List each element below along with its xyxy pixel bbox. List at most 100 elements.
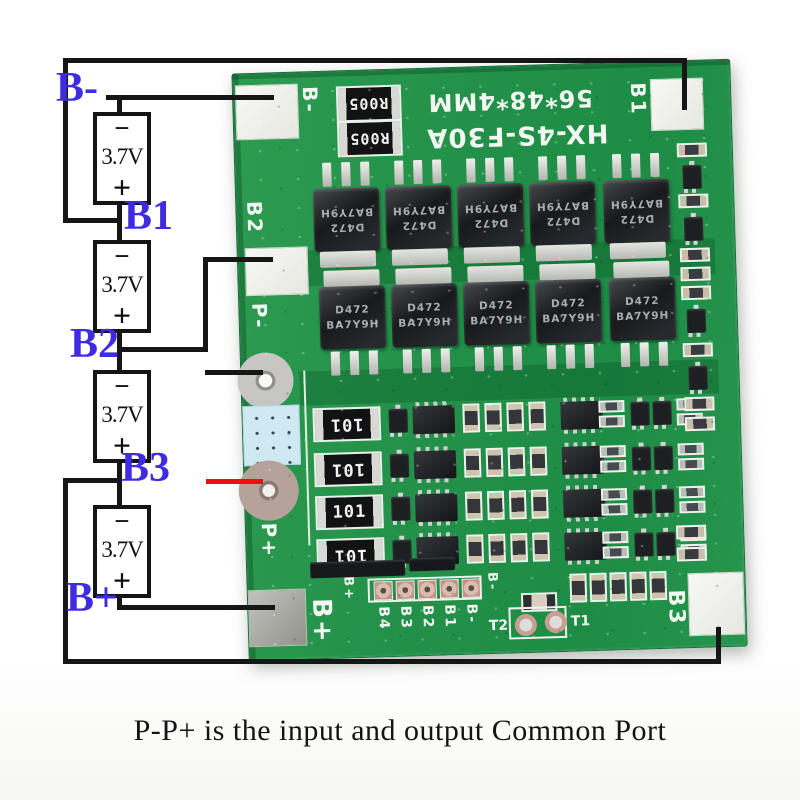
pointer-p-plus [206,479,263,484]
cell-voltage: 3.7V [101,271,143,297]
label-b1: B1 [124,193,174,239]
smd-capacitor [408,557,456,572]
wire-cell4-stub [117,596,122,610]
pointer-p-minus [205,370,263,375]
resistor-101: 101 [312,406,382,443]
pad-b-minus [234,83,300,141]
wire-b3-loop-bottom [63,659,721,664]
soic8-ic [412,405,456,435]
sot23-transistor [632,489,653,514]
balance-row: 101 [313,441,735,488]
cell-minus-sign: − [114,113,130,143]
wire-b1-loop-junction [63,218,122,223]
pad-b-plus-label: B+ [305,597,338,645]
pad-b2-label: B2 [242,200,268,235]
sot23-transistor [631,446,652,471]
cell-plus-sign: + [112,297,132,333]
pad-b2 [244,246,309,297]
t2-label: T2 [488,617,509,635]
shunt-resistor-2: R005 [336,119,403,158]
wire-cell1-cell2 [117,202,122,242]
wire-cell3-cell4 [117,460,122,508]
cell-plus-sign: + [112,562,132,598]
wire-b1-loop-top [63,58,687,63]
soic8-ic [561,445,605,475]
soic8-ic [562,488,606,518]
soic8-ic [414,493,458,523]
connector-hole-label: B3 [397,605,414,631]
p-minus-label: P- [247,302,272,330]
cell-voltage: 3.7V [101,536,143,562]
battery-cell-1: − 3.7V + [93,112,151,205]
pcb-board: B- B1 B2 P- P+ B+ B3 R005 R005 56*48*4MM… [231,58,748,662]
pad-b-minus-label: B- [297,85,323,115]
t1-label: T1 [570,613,591,630]
label-b2: B2 [70,321,120,367]
label-b-minus: B- [56,65,98,111]
connector-hole-label: B2 [419,604,436,630]
wire-b2-to-pad [203,257,273,262]
wire-b1-loop-left [63,58,68,223]
sot23-transistor [388,408,409,434]
shunt-resistor-1: R005 [335,84,402,123]
resistor-101: 101 [313,451,383,488]
cell-minus-sign: − [114,241,130,271]
connector-hole-label: B4 [375,606,392,631]
pad-b-plus [247,588,308,648]
silkscreen-model: HX-4S-F30A [425,117,609,153]
wire-b3-loop-to-pad [716,627,721,664]
sot23-transistor [652,400,672,426]
battery-cell-3: − 3.7V + [93,370,151,463]
cell-plus-sign: + [112,427,132,463]
connector-hole-label: B1 [441,604,458,629]
label-b-plus: B+ [66,575,118,621]
wire-bminus-to-pad [106,95,274,100]
wire-bminus-stub [117,97,122,115]
soic8-ic [564,531,607,561]
connector-bplus-label: B+ [340,576,357,602]
wire-bplus-to-pad [117,605,275,610]
battery-cell-4: − 3.7V + [93,505,151,598]
sot23-transistor [389,453,410,478]
sot23-transistor [630,401,651,426]
connector-hole-b2 [417,579,438,600]
battery-cell-2: − 3.7V + [93,240,151,333]
caption-text: P-P+ is the input and output Common Port [133,714,667,747]
connector-hole-label: B- [463,603,480,625]
wire-b3-loop-left [63,478,68,664]
p-plus-label: P+ [256,522,282,559]
wire-b3-loop-junction [63,478,122,483]
smd-capacitor [309,559,406,579]
sot23-transistor [391,496,411,521]
cell-minus-sign: − [114,506,130,536]
wire-b2-vertical [203,257,208,352]
soic8-ic [560,400,604,430]
pad-b1-label: B1 [625,82,651,116]
label-b3: B3 [121,445,171,491]
pad-b1 [649,77,705,132]
p-minus-hole [236,351,295,410]
pad-b3-label: B3 [662,589,689,627]
cell-minus-sign: − [114,371,130,401]
bare-copper-patch [242,404,302,467]
cell-voltage: 3.7V [101,143,143,169]
silkscreen-dimensions: 56*48*4MM [427,83,594,117]
p-plus-hole [237,459,300,522]
sot23-transistor [634,532,654,557]
balance-row: 101 [314,484,736,531]
sot23-transistor [653,445,674,471]
connector-hole-b4 [373,580,394,601]
connector-hole-b3 [395,580,416,600]
sot23-transistor [654,488,675,514]
connector-bminus-label: B- [484,571,500,592]
